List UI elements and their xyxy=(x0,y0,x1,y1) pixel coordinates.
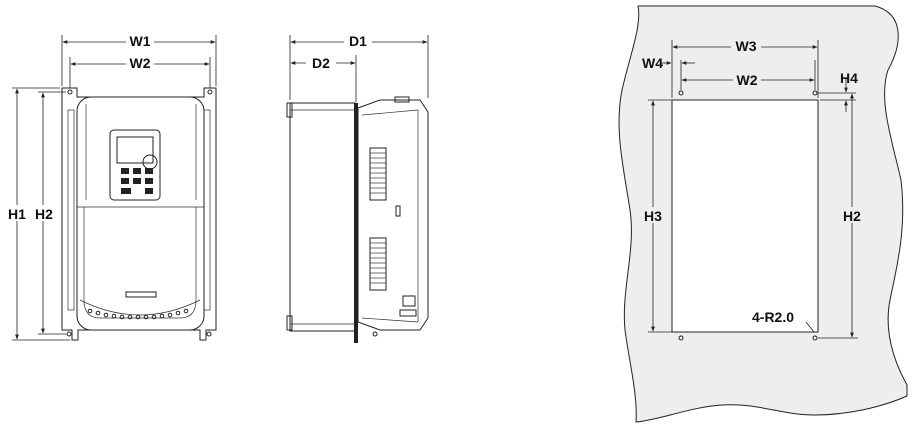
dim-h3: H3 xyxy=(640,99,672,333)
dim-h2-label: H2 xyxy=(35,206,53,222)
front-mount-hole-bl xyxy=(66,331,72,337)
front-mount-hole-br xyxy=(206,331,212,337)
dim-d1-label: D1 xyxy=(349,33,367,49)
side-connector xyxy=(402,295,416,307)
front-nameplate xyxy=(125,291,157,298)
front-top-cover xyxy=(85,104,197,200)
side-latch-upper xyxy=(395,205,401,217)
dim-w4-label: W4 xyxy=(642,55,663,71)
front-mount-hole-tl xyxy=(67,89,73,95)
dim-w4: W4 xyxy=(642,55,695,71)
template-hole-br xyxy=(812,335,818,341)
dim-h3-label: H3 xyxy=(644,208,662,224)
dim-d2-label: D2 xyxy=(312,55,330,71)
front-body xyxy=(76,96,205,331)
dim-template-h2-label: H2 xyxy=(843,208,861,224)
dim-d1: D1 xyxy=(289,33,429,100)
dim-h2: H2 xyxy=(31,91,66,335)
front-left-rail xyxy=(67,109,75,311)
keypad xyxy=(109,129,161,201)
side-vent-upper xyxy=(369,147,387,201)
front-right-rail xyxy=(203,109,211,311)
template-hole-bl xyxy=(678,335,684,341)
dim-template-w2-label: W2 xyxy=(737,72,758,88)
hole-callout-label: 4-R2.0 xyxy=(752,309,794,325)
dim-d2: D2 xyxy=(290,55,357,102)
side-housing xyxy=(357,99,429,331)
keypad-display xyxy=(116,136,154,164)
dim-w1-label: W1 xyxy=(130,33,151,49)
dim-w3-label: W3 xyxy=(736,38,757,54)
dim-h4: H4 xyxy=(818,70,858,112)
side-vent-lower xyxy=(369,237,387,291)
panel-cutout xyxy=(671,99,819,333)
front-body-lower-panel xyxy=(83,207,197,319)
front-view: W1 W2 H1 H2 xyxy=(5,33,217,341)
template-hole-tr xyxy=(812,90,818,96)
keypad-dial xyxy=(142,154,158,170)
mounting-template: W3 W2 W4 H4 H3 xyxy=(618,5,908,423)
dim-w2: W2 xyxy=(69,55,211,88)
hole-callout: 4-R2.0 xyxy=(750,309,815,333)
dim-h4-label: H4 xyxy=(840,70,858,86)
front-mount-hole-tr xyxy=(207,89,213,95)
side-heatsink xyxy=(289,102,356,332)
dim-template-w2: W2 xyxy=(680,60,816,90)
side-view: D1 D2 xyxy=(286,33,429,343)
dim-w3: W3 xyxy=(671,38,819,98)
side-mounting-plate xyxy=(354,103,358,343)
dim-h1: H1 xyxy=(5,87,70,341)
front-vent-holes xyxy=(87,308,189,320)
template-hole-tl xyxy=(678,90,684,96)
dim-h1-label: H1 xyxy=(8,206,26,222)
front-vent-arc xyxy=(79,299,201,316)
dim-template-h2: H2 xyxy=(818,93,864,339)
dim-w1: W1 xyxy=(61,33,217,86)
dim-w2-label: W2 xyxy=(130,55,151,71)
